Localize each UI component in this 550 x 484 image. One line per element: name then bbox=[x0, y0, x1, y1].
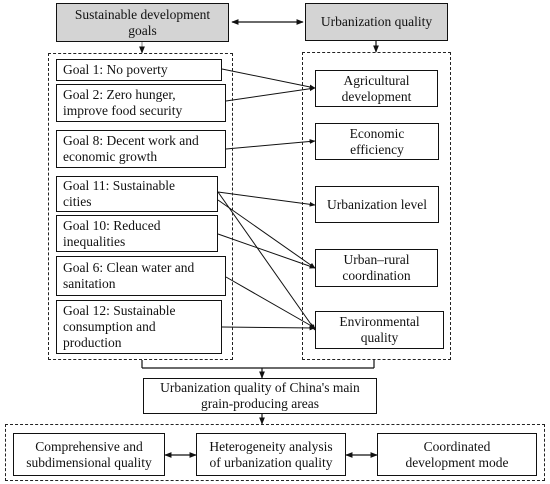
link-goal6-env bbox=[225, 276, 316, 329]
bottom-comprehensive-box: Comprehensive and subdimensional quality bbox=[13, 433, 165, 476]
center-box: Urbanization quality of China's main gra… bbox=[143, 378, 377, 414]
link-goal11-coord bbox=[217, 199, 316, 269]
dimension-urbanization-level-box: Urbanization level bbox=[315, 186, 439, 223]
goal-12-box: Goal 12: Sustainable consumption and pro… bbox=[56, 300, 222, 354]
link-goal12-env bbox=[221, 325, 316, 331]
link-goal8-econ bbox=[225, 139, 316, 150]
link-goal10-coord bbox=[217, 233, 316, 269]
dimension-environmental-box: Environmental quality bbox=[315, 311, 444, 349]
dimension-economic-box: Economic efficiency bbox=[315, 123, 439, 160]
goal-2-box: Goal 2: Zero hunger, improve food securi… bbox=[56, 84, 226, 122]
sdg-header: Sustainable development goals bbox=[56, 3, 229, 42]
goal-6-box: Goal 6: Clean water and sanitation bbox=[56, 256, 226, 296]
bottom-heterogeneity-box: Heterogeneity analysis of urbanization q… bbox=[196, 433, 346, 476]
dimension-coordination-box: Urban–rural coordination bbox=[315, 249, 438, 287]
link-goal11-env bbox=[217, 191, 316, 331]
dimensions-container bbox=[302, 52, 451, 360]
uq-header: Urbanization quality bbox=[305, 3, 448, 41]
goal-1-box: Goal 1: No poverty bbox=[56, 59, 222, 81]
link-goal1-agri bbox=[221, 68, 316, 90]
dimension-agricultural-box: Agricultural development bbox=[315, 70, 438, 107]
link-goal11-urbanlevel bbox=[217, 191, 316, 207]
link-goal2-agri bbox=[225, 86, 316, 102]
bottom-container bbox=[5, 424, 545, 481]
bottom-coordinated-box: Coordinated development mode bbox=[377, 433, 537, 476]
goals-container bbox=[48, 53, 233, 360]
goal-8-box: Goal 8: Decent work and economic growth bbox=[56, 130, 226, 168]
goal-11-box: Goal 11: Sustainable cities bbox=[56, 176, 218, 212]
goal-10-box: Goal 10: Reduced inequalities bbox=[56, 215, 218, 252]
